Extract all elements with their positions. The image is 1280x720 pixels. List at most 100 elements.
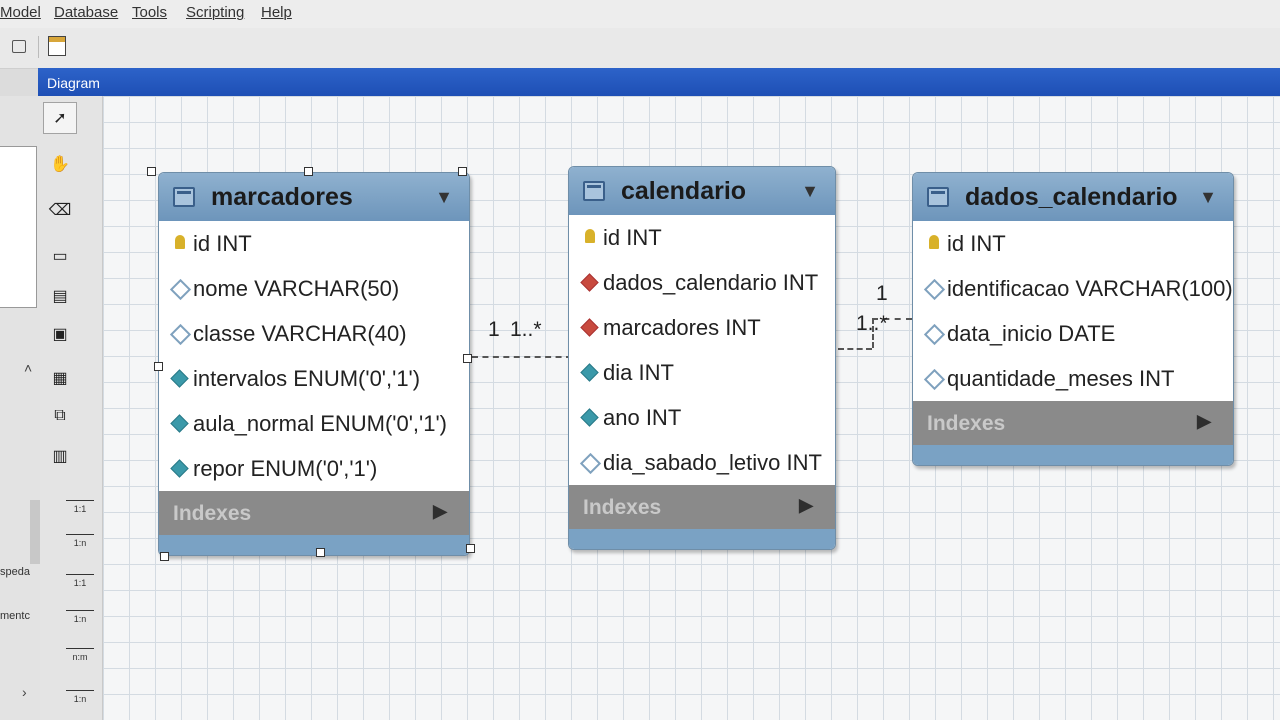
menu-bar: Model Database Tools Scripting Help — [0, 0, 1280, 28]
toggle-sidebar-icon[interactable] — [12, 40, 26, 53]
relationship-line-marcadores-calendario[interactable] — [472, 356, 572, 358]
collapse-arrow-icon[interactable]: ▼ — [1199, 187, 1217, 207]
table-column[interactable]: id INT — [913, 221, 1233, 266]
menu-model[interactable]: Model — [0, 4, 41, 21]
table-icon — [583, 181, 605, 201]
relationship-1-1-identifying-tool[interactable]: 1:1 — [64, 568, 96, 592]
selection-handle[interactable] — [147, 167, 156, 176]
column-icon — [169, 278, 192, 301]
toolbar-separator — [38, 36, 39, 58]
cardinality-label: 1..* — [510, 318, 542, 341]
hand-tool-icon[interactable]: ✋ — [50, 156, 70, 173]
relationship-line-segment — [872, 318, 874, 348]
collapse-arrow-icon[interactable]: ▼ — [801, 181, 819, 201]
overview-navigator[interactable] — [0, 146, 37, 308]
diagram-tab-label[interactable]: Diagram — [47, 75, 100, 91]
selection-handle[interactable] — [316, 548, 325, 557]
menu-scripting[interactable]: Scripting — [186, 4, 245, 21]
routine-group-tool-icon[interactable]: ▥ — [52, 448, 68, 465]
diagram-tab-header: Diagram — [38, 68, 1280, 96]
relationship-1-n-identifying-tool[interactable]: 1:n — [64, 604, 96, 628]
table-name: dados_calendario — [965, 183, 1178, 211]
selection-handle[interactable] — [463, 354, 472, 363]
column-icon — [923, 278, 946, 301]
table-column[interactable]: id INT — [569, 215, 835, 260]
not-null-column-icon — [580, 363, 599, 382]
indexes-section[interactable]: Indexes▶ — [913, 401, 1233, 445]
column-icon — [923, 368, 946, 391]
table-column[interactable]: nome VARCHAR(50) — [159, 266, 469, 311]
indexes-section[interactable]: Indexes▶ — [569, 485, 835, 529]
not-null-column-icon — [170, 414, 189, 433]
table-footer — [913, 445, 1233, 465]
menu-tools[interactable]: Tools — [132, 4, 168, 21]
table-column[interactable]: data_inicio DATE — [913, 311, 1233, 356]
table-column[interactable]: dia INT — [569, 350, 835, 395]
expand-arrow-icon[interactable]: ▶ — [799, 495, 813, 515]
table-header[interactable]: dados_calendario ▼ — [913, 173, 1233, 221]
table-column[interactable]: aula_normal ENUM('0','1') — [159, 401, 469, 446]
layer-tool-icon[interactable]: ▭ — [52, 248, 68, 265]
expand-arrow-icon[interactable]: ▶ — [433, 501, 447, 521]
table-marcadores[interactable]: marcadores ▼ id INT nome VARCHAR(50) cla… — [158, 172, 470, 556]
not-null-column-icon — [170, 369, 189, 388]
primary-key-icon — [175, 235, 185, 249]
tool-palette — [40, 96, 103, 720]
table-column[interactable]: id INT — [159, 221, 469, 266]
cardinality-label: 1 — [876, 282, 888, 305]
selection-handle[interactable] — [154, 362, 163, 371]
view-tool-icon[interactable]: ⧉ — [54, 407, 66, 424]
menu-help[interactable]: Help — [261, 4, 292, 21]
primary-key-icon — [585, 229, 595, 243]
menu-database[interactable]: Database — [54, 4, 119, 21]
not-null-column-icon — [170, 459, 189, 478]
relationship-n-m-tool[interactable]: n:m — [64, 642, 96, 666]
relationship-1-n-tool[interactable]: 1:n — [64, 528, 96, 552]
table-column[interactable]: ano INT — [569, 395, 835, 440]
selection-handle[interactable] — [160, 552, 169, 561]
table-column[interactable]: identificacao VARCHAR(100) — [913, 266, 1233, 311]
table-column[interactable]: quantidade_meses INT — [913, 356, 1233, 401]
table-footer — [569, 529, 835, 549]
table-tool-icon[interactable]: ▦ — [52, 370, 68, 387]
table-name: marcadores — [211, 183, 353, 211]
column-icon — [579, 452, 602, 475]
table-footer — [159, 535, 469, 555]
table-column[interactable]: dados_calendario INT — [569, 260, 835, 305]
indexes-section[interactable]: Indexes▶ — [159, 491, 469, 535]
table-column[interactable]: marcadores INT — [569, 305, 835, 350]
note-tool-icon[interactable]: ▤ — [52, 288, 68, 305]
table-column[interactable]: intervalos ENUM('0','1') — [159, 356, 469, 401]
table-name: calendario — [621, 177, 747, 205]
foreign-key-icon — [580, 318, 599, 337]
selection-handle[interactable] — [466, 544, 475, 553]
sidebar-label-mentc: mentc — [0, 610, 30, 622]
relationship-line-dados-calendario[interactable] — [838, 348, 872, 350]
expand-right-icon[interactable]: › — [22, 684, 27, 700]
cardinality-label: 1 — [488, 318, 500, 341]
table-column[interactable]: dia_sabado_letivo INT — [569, 440, 835, 485]
selection-handle[interactable] — [304, 167, 313, 176]
eraser-tool-icon[interactable]: ⌫ — [48, 202, 72, 219]
relationship-1-1-tool[interactable]: 1:1 — [64, 494, 96, 518]
table-column[interactable]: classe VARCHAR(40) — [159, 311, 469, 356]
cardinality-label: 1..* — [856, 312, 888, 335]
table-header[interactable]: marcadores ▼ — [159, 173, 469, 221]
foreign-key-icon — [580, 273, 599, 292]
new-document-icon[interactable] — [48, 36, 66, 56]
table-icon — [173, 187, 195, 207]
selection-handle[interactable] — [458, 167, 467, 176]
collapse-arrow-icon[interactable]: ▼ — [435, 187, 453, 207]
table-icon — [927, 187, 949, 207]
sidebar-label-speda: speda — [0, 566, 30, 578]
relationship-line-segment — [872, 318, 912, 320]
table-dados-calendario[interactable]: dados_calendario ▼ id INT identificacao … — [912, 172, 1234, 466]
pointer-tool-icon[interactable]: ➚ — [43, 102, 77, 134]
table-header[interactable]: calendario ▼ — [569, 167, 835, 215]
table-calendario[interactable]: calendario ▼ id INT dados_calendario INT… — [568, 166, 836, 550]
table-column[interactable]: repor ENUM('0','1') — [159, 446, 469, 491]
expand-arrow-icon[interactable]: ▶ — [1197, 411, 1211, 431]
relationship-1-n-existing-tool[interactable]: 1:n — [64, 684, 96, 708]
collapse-up-icon[interactable]: ˄ — [24, 360, 33, 376]
image-tool-icon[interactable]: ▣ — [52, 326, 68, 343]
